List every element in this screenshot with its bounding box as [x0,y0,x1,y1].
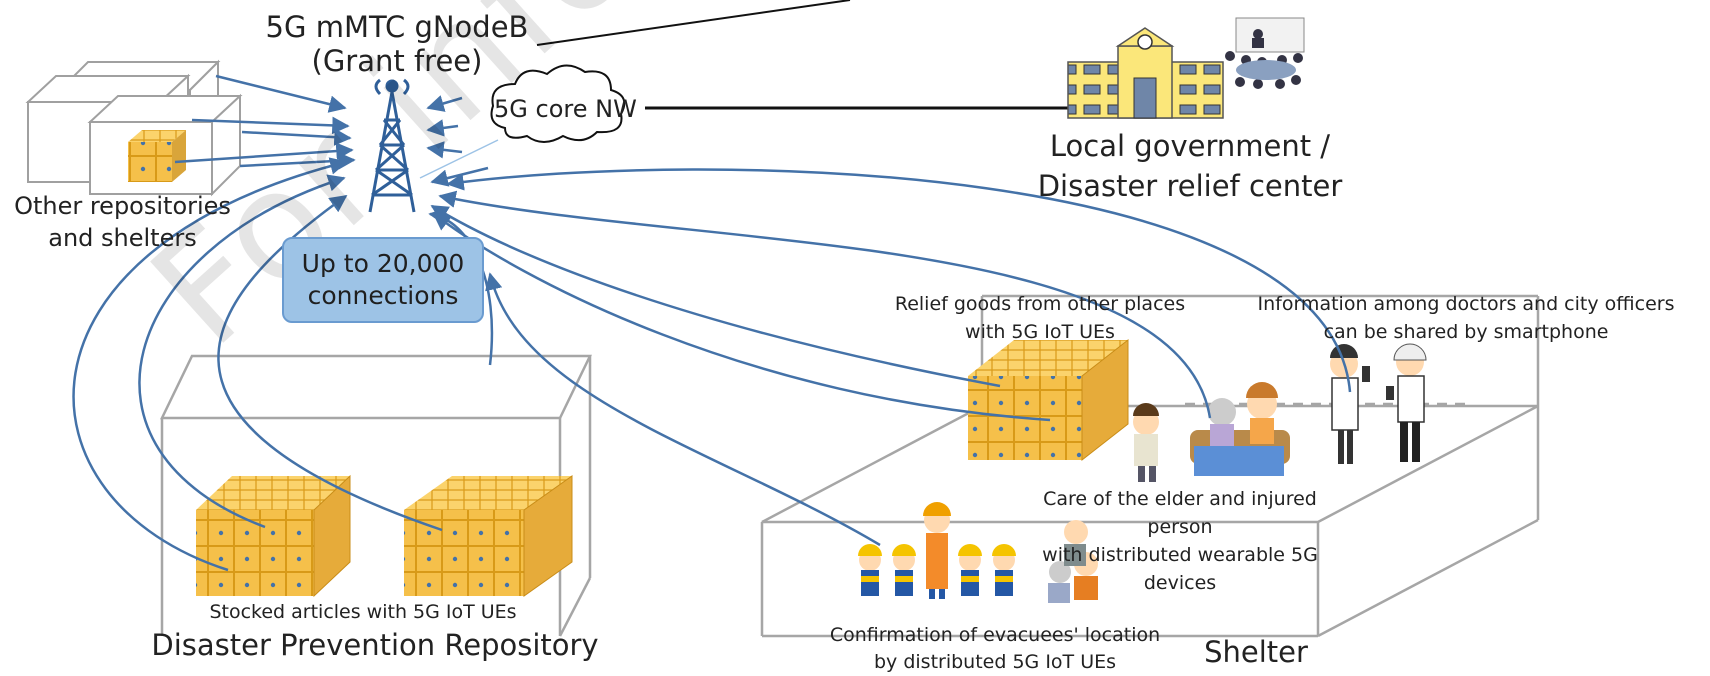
care-line1: Care of the elder and injured [1043,488,1317,510]
relief-goods-line2: with 5G IoT UEs [965,321,1115,343]
care-line4: devices [1143,572,1217,594]
repository-label: Disaster Prevention Repository [151,628,599,662]
evacuees-children-icon [858,502,1016,599]
care-scene-icon [1048,382,1290,603]
other-repositories-label: Other repositories and shelters [0,190,245,254]
care-label: Care of the elder and injured person wit… [1030,485,1330,597]
local-government-building-icon [1067,17,1305,119]
antenna-tower-icon [368,78,416,213]
connections-line1: Up to 20,000 [301,249,465,278]
care-line2: person [1147,516,1213,538]
local-government-label: Local government / Disaster relief cente… [1030,126,1350,206]
gnodeb-label-line2: (Grant free) [311,44,483,78]
info-shared-line1: Information among doctors and city offic… [1257,293,1675,315]
evacuees-line1: Confirmation of evacuees' location [829,624,1161,646]
relief-goods-label: Relief goods from other places with 5G I… [880,290,1200,346]
other-repositories-line1: Other repositories [14,192,231,220]
gnodeb-label: 5G mMTC gNodeB (Grant free) [262,10,532,78]
core-nw-label: 5G core NW [494,95,637,123]
relief-goods-line1: Relief goods from other places [894,293,1186,315]
local-government-line2: Disaster relief center [1037,169,1343,203]
core-network-cloud-icon [490,64,626,143]
care-line3: with distributed wearable 5G [1042,544,1318,566]
local-government-line1: Local government / [1049,129,1331,163]
evacuees-label: Confirmation of evacuees' location by di… [800,622,1190,676]
shelter-label: Shelter [1204,635,1308,669]
info-shared-label: Information among doctors and city offic… [1228,290,1704,346]
gnodeb-to-gov-link [536,0,851,46]
other-repositories-line2: and shelters [48,224,197,252]
gnodeb-label-line1: 5G mMTC gNodeB [265,10,529,44]
evacuees-line2: by distributed 5G IoT UEs [874,651,1116,673]
stocked-crates-right [404,475,573,597]
stocked-articles-label: Stocked articles with 5G IoT UEs [209,601,517,623]
stocked-crates-left [196,474,351,598]
info-shared-line2: can be shared by smartphone [1323,321,1609,343]
other-repositories-icon [25,59,243,197]
connections-line2: connections [307,281,459,310]
relief-goods-crates [968,338,1129,462]
connections-box: Up to 20,000 connections [282,237,484,323]
